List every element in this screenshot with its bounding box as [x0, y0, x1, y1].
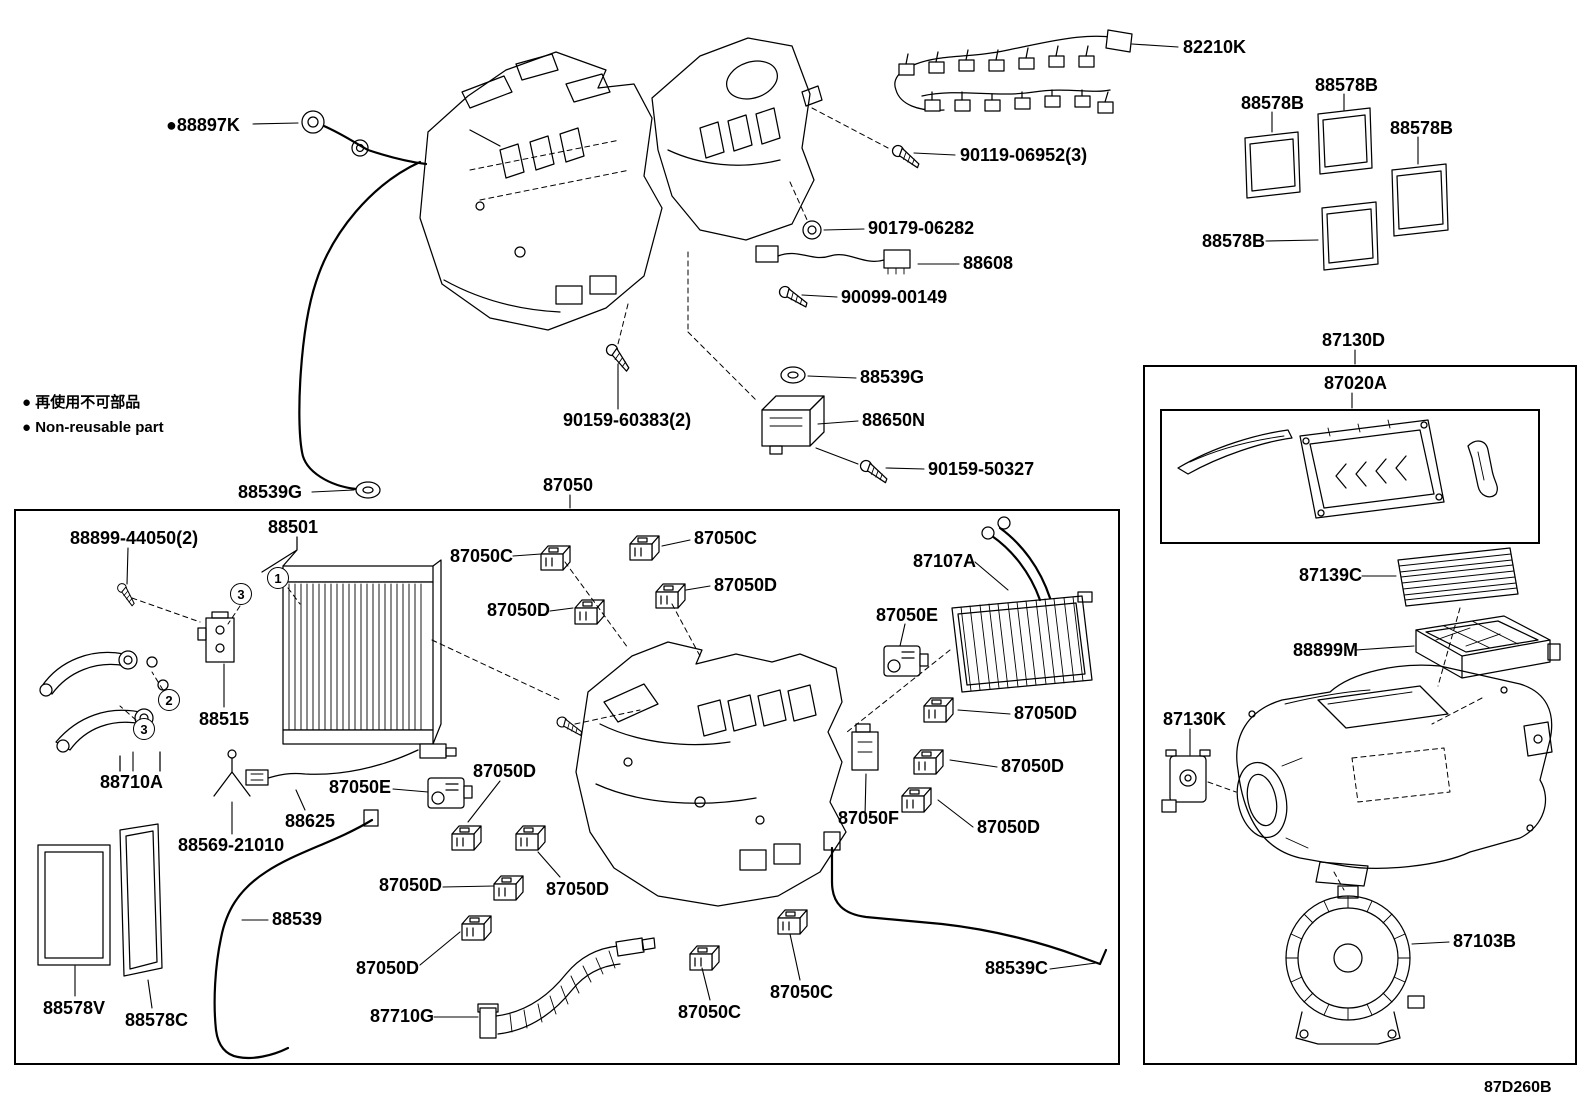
part-label-90159-60383: 90159-60383(2): [563, 410, 692, 430]
part-label-88501: 88501: [268, 517, 319, 537]
part-label-87050E-b: 87050E: [329, 777, 392, 797]
part-label-87050D-a: 87050D: [714, 575, 778, 595]
filter-88578V: [37, 844, 111, 966]
hose-88539: [213, 809, 379, 1060]
bracket-88569: [213, 749, 251, 797]
hose-87710G: [477, 937, 656, 1039]
blower-motor-87103B: [1285, 885, 1425, 1045]
evaporator-88501: [282, 559, 457, 759]
part-label-90119-06952: 90119-06952(3): [960, 145, 1088, 165]
circled-number-1: 1: [267, 567, 289, 589]
part-label-87050: 87050: [543, 475, 594, 495]
part-label-87050C-d: 87050C: [770, 982, 834, 1002]
louver-87020A: [1299, 419, 1445, 519]
circled-number-3a: 3: [230, 583, 252, 605]
screw-90159-60383: [601, 341, 636, 372]
inner-box-87020A: [1160, 409, 1540, 544]
part-label-88650N: 88650N: [862, 410, 926, 430]
part-label-88515: 88515: [199, 709, 250, 729]
diagram-code: 87D260B: [1484, 1079, 1552, 1096]
part-label-88539: 88539: [272, 909, 323, 929]
part-label-87050F: 87050F: [838, 808, 900, 828]
part-label-87020A: 87020A: [1324, 373, 1388, 393]
sensor-88608: [755, 245, 911, 275]
part-label-88899M: 88899M: [1293, 640, 1359, 660]
part-label-87103B: 87103B: [1453, 931, 1517, 951]
grommet-88539G-right: [780, 366, 806, 384]
bracket-lines: [119, 536, 298, 772]
part-label-87050D-c: 87050D: [1014, 703, 1078, 723]
harness-88625: [245, 749, 419, 786]
wire-harness-82210K: [894, 29, 1133, 114]
part-label-87050D-d: 87050D: [1001, 756, 1065, 776]
part-label-87050D-e: 87050D: [977, 817, 1041, 837]
heater-case-upper-right: [651, 37, 823, 241]
part-label-88578B-d: 88578B: [1202, 231, 1266, 251]
part-label-90159-50327: 90159-50327: [928, 459, 1035, 479]
construction-dashes-main: [119, 561, 951, 733]
construction-dashes-top: [617, 107, 889, 401]
part-label-88578V: 88578V: [43, 998, 106, 1018]
part-label-88897K: ●88897K: [166, 115, 240, 135]
part-label-87050D-f: 87050D: [473, 761, 537, 781]
servo-87130K: [1161, 749, 1211, 813]
part-label-88578B-c: 88578B: [1390, 118, 1454, 138]
part-label-88578B-a: 88578B: [1241, 93, 1305, 113]
part-label-88710A: 88710A: [100, 772, 164, 792]
part-label-90099-00149: 90099-00149: [841, 287, 948, 307]
part-label-88578B-b: 88578B: [1315, 75, 1379, 95]
filters-88578B: [1244, 107, 1449, 271]
clip-87050F: [851, 723, 879, 771]
part-label-88539G-right: 88539G: [860, 367, 925, 387]
grommet-88897K: [301, 110, 428, 166]
heater-core-87107A: [951, 516, 1093, 693]
part-label-87050D-b: 87050D: [487, 600, 551, 620]
grommet-90179: [802, 220, 822, 240]
part-label-87107A: 87107A: [913, 551, 977, 571]
part-label-87050C-b: 87050C: [694, 528, 758, 548]
screw-90119: [889, 143, 924, 169]
filter-88578C: [119, 823, 163, 977]
part-label-87050E-a: 87050E: [876, 605, 939, 625]
pipe-to-grommet-88539G: [298, 160, 422, 499]
part-label-87050D-i: 87050D: [356, 958, 420, 978]
pipe-88539C: [823, 831, 1108, 966]
valve-88515: [197, 611, 235, 663]
part-label-88899-44050: 88899-44050(2): [70, 528, 199, 548]
part-label-87050D-h: 87050D: [546, 879, 610, 899]
trim-strip-87020A: [1177, 429, 1293, 475]
part-label-87050D-g: 87050D: [379, 875, 443, 895]
part-label-88625: 88625: [285, 811, 336, 831]
hvac-case-main: [554, 641, 847, 907]
part-label-87139C: 87139C: [1299, 565, 1363, 585]
amplifier-88650N: [761, 395, 859, 465]
part-label-88539C: 88539C: [985, 958, 1049, 978]
lever-87020A: [1467, 440, 1498, 498]
screw-90099: [776, 284, 811, 308]
blower-parts-box: [1143, 365, 1577, 1065]
circled-number-3b: 3: [133, 718, 155, 740]
part-label-87130K: 87130K: [1163, 709, 1227, 729]
part-label-90179-06282: 90179-06282: [868, 218, 975, 238]
part-label-87050C-a: 87050C: [450, 546, 514, 566]
part-label-88578C: 88578C: [125, 1010, 189, 1030]
part-label-88569-21010: 88569-21010: [178, 835, 285, 855]
part-label-87050C-c: 87050C: [678, 1002, 742, 1022]
main-parts-box: [14, 509, 1120, 1065]
part-label-82210K: 82210K: [1183, 37, 1247, 57]
legend-line-ja: ● 再使用不可部品: [22, 394, 141, 411]
part-label-88539G-left: 88539G: [238, 482, 303, 502]
construction-dashes-right: [1207, 607, 1483, 891]
legend-line-en: ● Non-reusable part: [22, 419, 164, 436]
blower-housing: [1236, 664, 1553, 887]
hvac-case-upper-left: [419, 51, 663, 331]
part-label-87710G: 87710G: [370, 1006, 435, 1026]
part-label-88608: 88608: [963, 253, 1014, 273]
circled-number-2: 2: [158, 689, 180, 711]
part-label-87130D: 87130D: [1322, 330, 1386, 350]
cabin-filter-87139C: [1397, 547, 1519, 607]
leader-lines: [74, 43, 1450, 1018]
screw-90159-50327: [857, 458, 892, 484]
